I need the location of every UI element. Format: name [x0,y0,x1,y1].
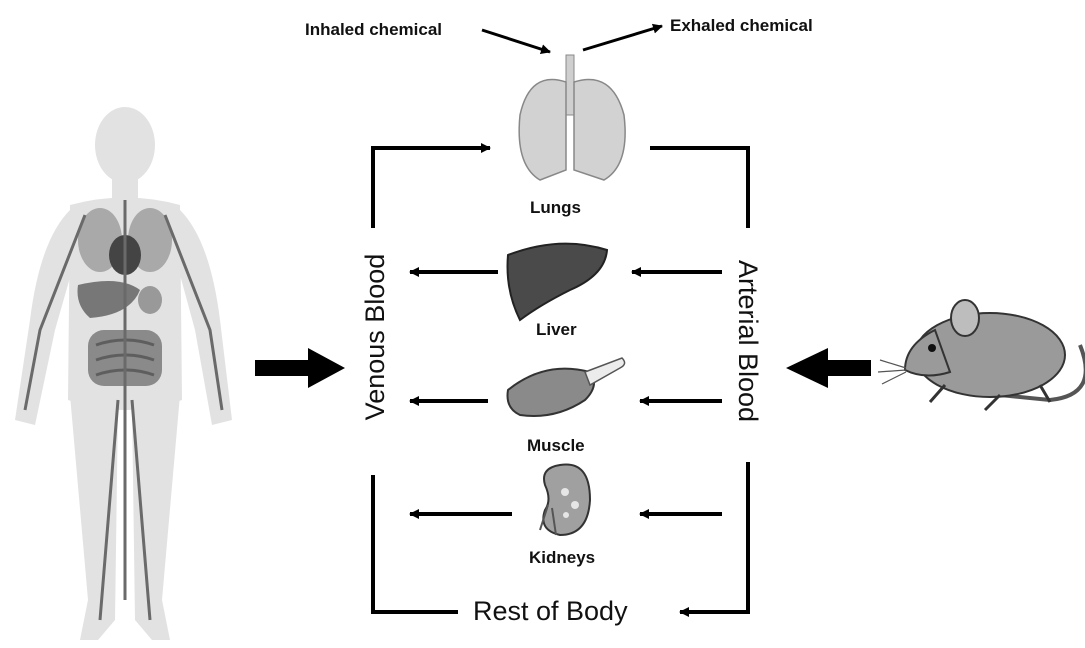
arterial-blood-label: Arterial Blood [731,255,765,427]
big-arrow-left [255,348,345,388]
inhaled-chemical-label: Inhaled chemical [305,20,442,40]
muscle-icon [508,358,625,416]
breath-arrows [482,26,662,52]
big-arrow-right [786,348,871,388]
rest-of-body-label: Rest of Body [473,596,628,627]
organ-label-liver: Liver [536,320,577,340]
kidney-icon [540,464,590,535]
human-body-icon [15,107,232,640]
organ-label-kidneys: Kidneys [529,548,595,568]
organ-label-lungs: Lungs [530,198,581,218]
rat-icon [878,300,1085,410]
exhaled-chemical-label: Exhaled chemical [670,16,813,36]
liver-icon [508,244,608,320]
venous-blood-label: Venous Blood [358,247,392,427]
lungs-icon [519,55,625,180]
organ-label-muscle: Muscle [527,436,585,456]
